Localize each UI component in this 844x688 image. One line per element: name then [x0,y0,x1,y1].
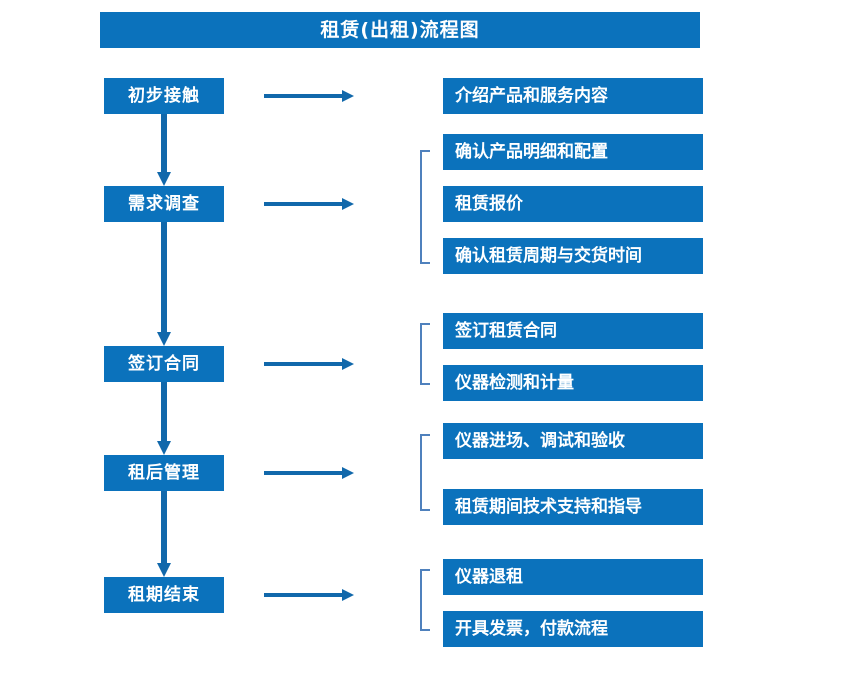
detail-box-group3-item1[interactable]: 签订租赁合同 [443,313,703,349]
arrow-down-icon-3 [157,382,171,455]
stage-box-chubujiechu[interactable]: 初步接触 [104,78,224,114]
arrow-down-icon-4 [157,491,171,577]
detail-box-group5-item2[interactable]: 开具发票，付款流程 [443,611,703,647]
detail-box-group2-item1[interactable]: 确认产品明细和配置 [443,134,703,170]
group-bracket-5 [420,569,430,631]
arrow-right-icon-2 [264,198,354,210]
detail-box-group2-item2[interactable]: 租赁报价 [443,186,703,222]
arrow-right-icon-3 [264,358,354,370]
detail-box-group3-item2[interactable]: 仪器检测和计量 [443,365,703,401]
group-bracket-2 [420,150,430,264]
detail-box-group4-item2[interactable]: 租赁期间技术支持和指导 [443,489,703,525]
stage-box-xuqiudiaocha[interactable]: 需求调查 [104,186,224,222]
flowchart-title: 租赁(出租)流程图 [100,12,700,48]
stage-box-zuhouguanli[interactable]: 租后管理 [104,455,224,491]
detail-box-group1-item1[interactable]: 介绍产品和服务内容 [443,78,703,114]
arrow-right-icon-5 [264,589,354,601]
arrow-right-icon-4 [264,467,354,479]
group-bracket-4 [420,434,430,511]
detail-box-group2-item3[interactable]: 确认租赁周期与交货时间 [443,238,703,274]
arrow-right-icon-1 [264,90,354,102]
arrow-down-icon-2 [157,222,171,346]
group-bracket-3 [420,323,430,385]
stage-box-zuqijieshu[interactable]: 租期结束 [104,577,224,613]
detail-box-group5-item1[interactable]: 仪器退租 [443,559,703,595]
detail-box-group4-item1[interactable]: 仪器进场、调试和验收 [443,423,703,459]
arrow-down-icon-1 [157,114,171,186]
stage-box-qiandinghetong[interactable]: 签订合同 [104,346,224,382]
